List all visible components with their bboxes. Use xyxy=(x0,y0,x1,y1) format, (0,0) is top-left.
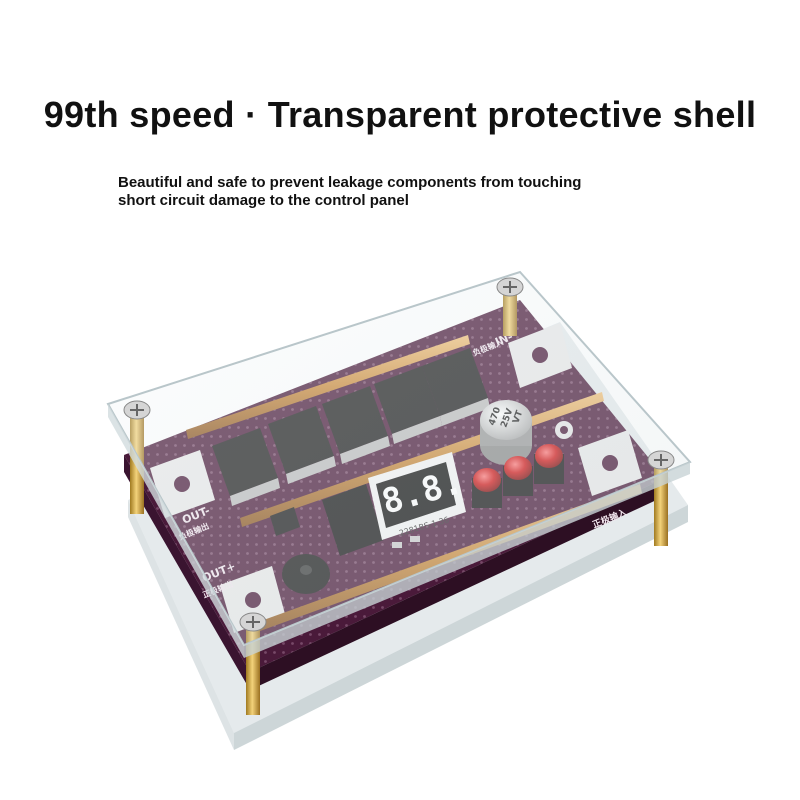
subtitle-line-2: short circuit damage to the control pane… xyxy=(118,192,409,209)
screws xyxy=(123,277,675,632)
top-acrylic-plate xyxy=(106,270,692,658)
screw-front xyxy=(239,612,267,632)
screw-right xyxy=(647,450,675,470)
screw-left xyxy=(123,400,151,420)
page-title: 99th speed · Transparent protective shel… xyxy=(43,94,757,135)
screw-back xyxy=(496,277,524,297)
subtitle-line-1: Beautiful and safe to prevent leakage co… xyxy=(118,174,582,191)
subtitle: Beautiful and safe to prevent leakage co… xyxy=(118,174,718,210)
